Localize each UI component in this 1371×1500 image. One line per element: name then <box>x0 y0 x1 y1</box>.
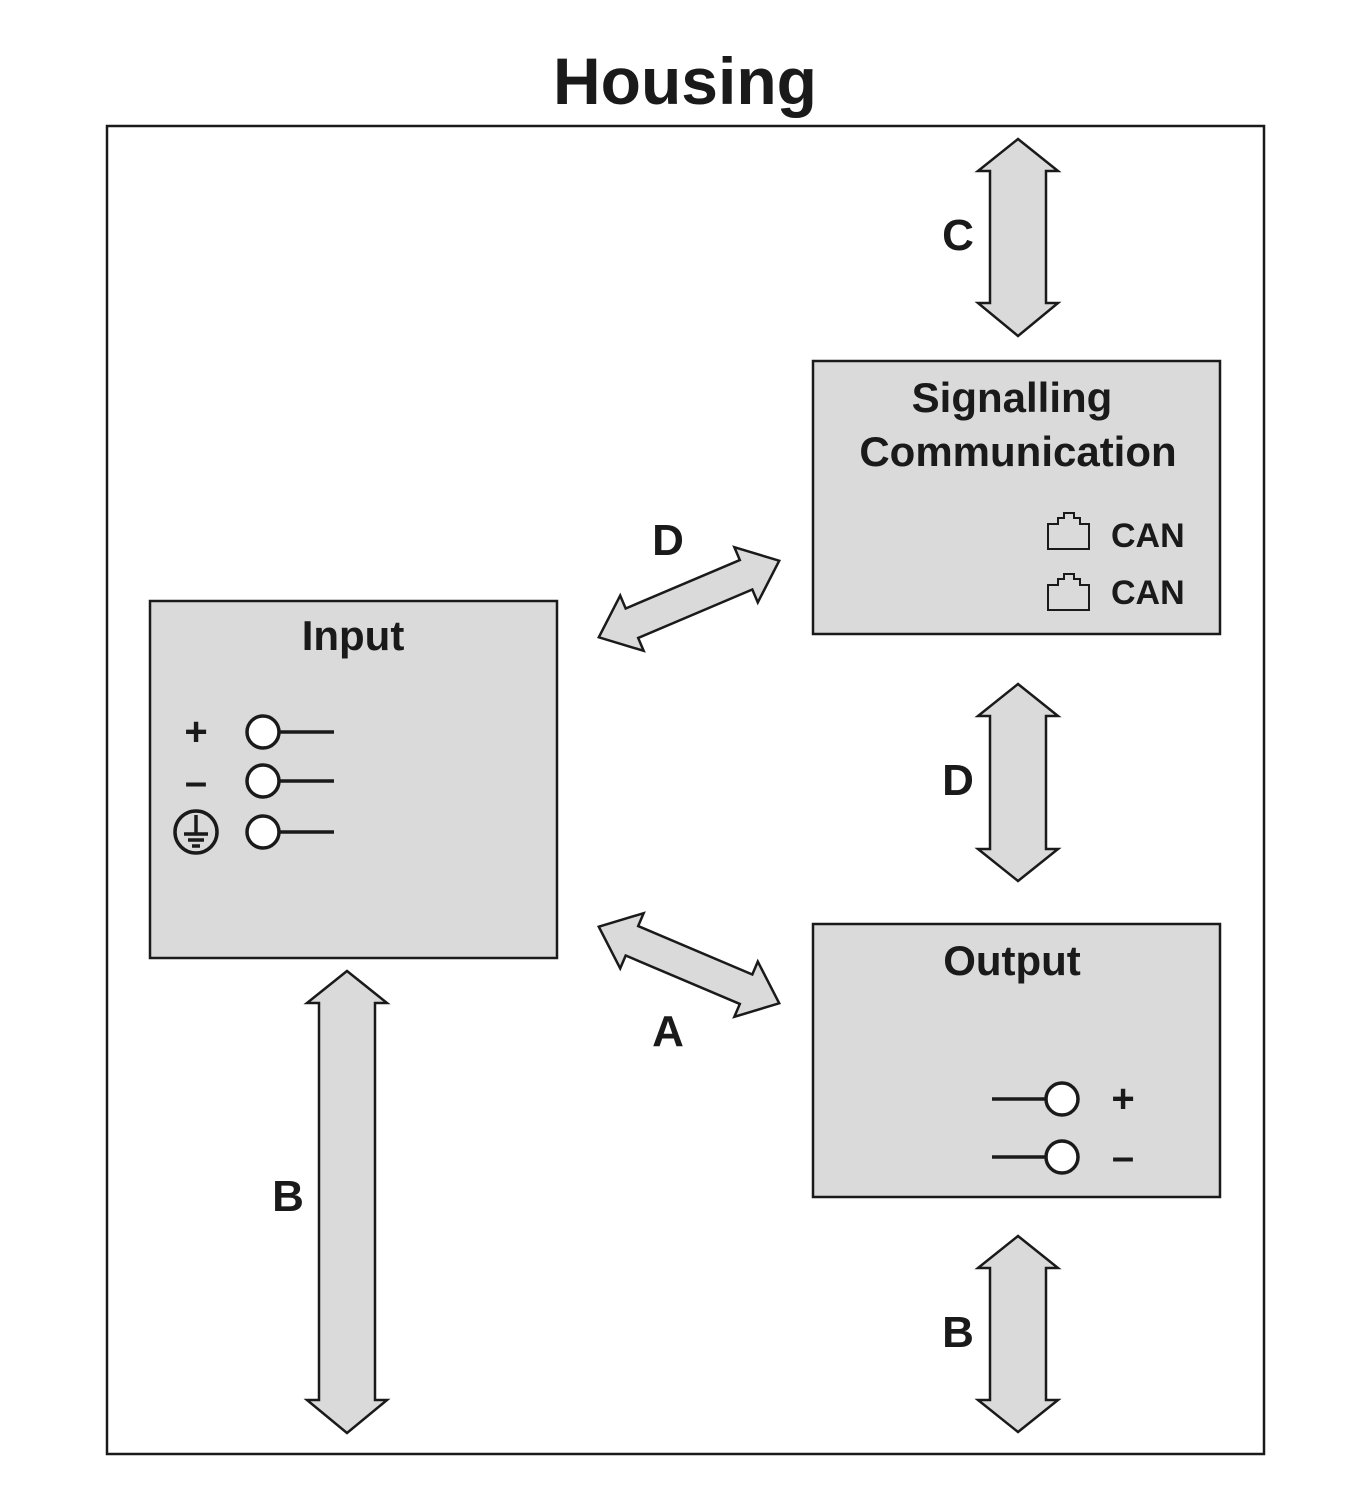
housing-boundary <box>105 124 1266 1456</box>
label-d-diagonal: D <box>652 516 684 565</box>
can-port-label-2: CAN <box>1111 574 1185 612</box>
signalling-title-line1: Signalling <box>912 374 1113 421</box>
label-d-vertical: D <box>942 756 974 805</box>
interface-arrow-b-output <box>974 1234 1062 1434</box>
output-terminal-minus <box>1044 1139 1080 1175</box>
input-terminal-earth <box>245 814 281 850</box>
label-b-output: B <box>942 1308 974 1357</box>
interface-arrow-d-diagonal <box>596 545 782 653</box>
input-terminal-plus <box>245 714 281 750</box>
input-minus-symbol: – <box>185 760 207 804</box>
input-block: Input + – <box>148 599 559 960</box>
can-port-label-1: CAN <box>1111 517 1185 555</box>
output-terminal-plus <box>1044 1081 1080 1117</box>
input-terminal-minus <box>245 763 281 799</box>
interface-arrow-b-input <box>303 969 391 1435</box>
signalling-title-line2: Communication <box>859 428 1176 475</box>
interface-arrow-c <box>974 137 1062 338</box>
interface-arrow-a-diagonal <box>596 911 782 1019</box>
output-plus-symbol: + <box>1111 1077 1134 1121</box>
interface-arrow-d-vertical <box>974 682 1062 883</box>
label-a: A <box>652 1007 684 1056</box>
signalling-communication-block: Signalling Communication CAN CAN <box>811 359 1222 636</box>
label-b-input: B <box>272 1172 304 1221</box>
output-block-title: Output <box>943 937 1081 984</box>
rj45-port-icon <box>1047 512 1090 550</box>
output-minus-symbol: – <box>1112 1135 1134 1179</box>
protective-earth-icon <box>173 809 219 855</box>
rj45-port-icon <box>1047 573 1090 611</box>
input-block-title: Input <box>302 612 405 659</box>
label-c: C <box>942 211 974 260</box>
diagram-title: Housing <box>553 44 817 118</box>
output-block: Output + – <box>811 922 1222 1199</box>
input-plus-symbol: + <box>184 710 207 754</box>
